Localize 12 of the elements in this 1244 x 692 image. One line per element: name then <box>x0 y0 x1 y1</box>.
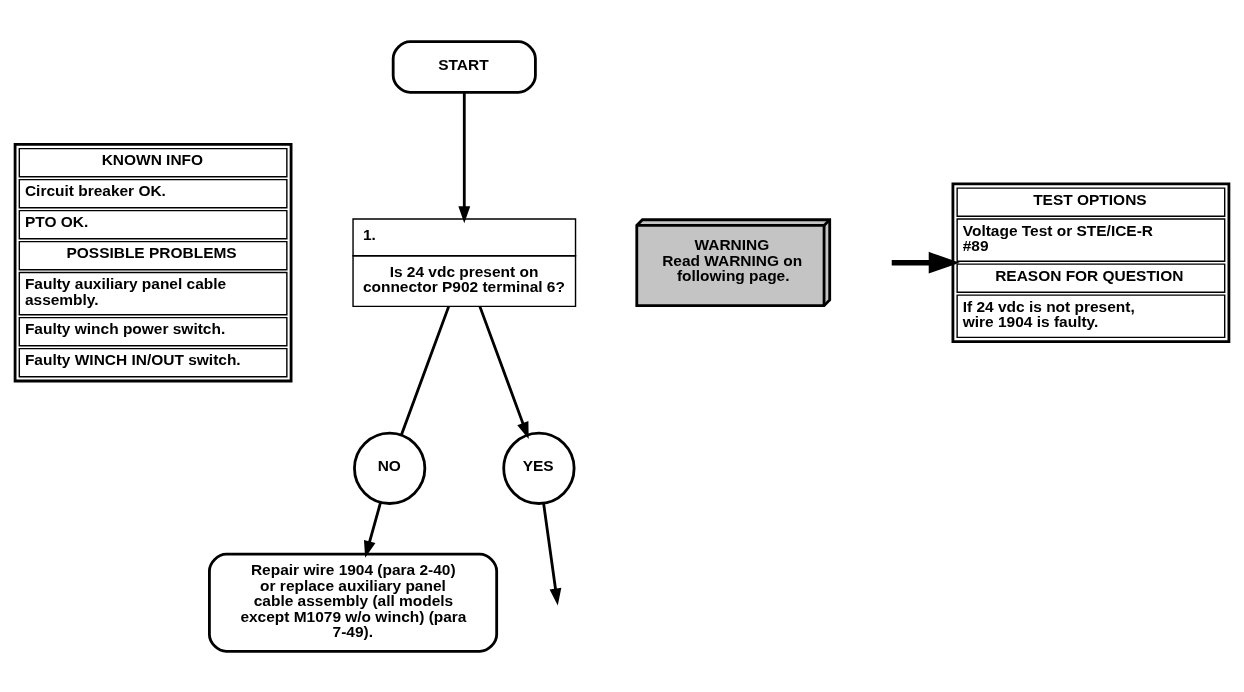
connector <box>400 305 450 436</box>
arrow <box>363 502 382 558</box>
node-box: TEST OPTIONS Voltage Test or STE/ICE-R #89 REASON FOR QUESTION If 24 vdc is not present, wire 1904 is faulty. <box>951 181 1231 343</box>
node-circle: NO <box>353 431 427 505</box>
arrow <box>478 305 529 439</box>
arrow <box>891 251 960 274</box>
node-box: KNOWN INFO Circuit breaker OK. PTO OK. POSSIBLE PROBLEMS Faulty auxiliary panel cable assembly. Faulty winch power switch. Faulty WINCH IN/OUT switch. <box>13 142 293 382</box>
node-box: START <box>391 39 537 94</box>
node-circle: YES <box>502 431 576 505</box>
arrow <box>542 502 562 605</box>
arrow <box>458 91 471 223</box>
node-box: Repair wire 1904 (para 2-40) or replace auxiliary panel cable assembly (all models except M1079 w/o winch) (para 7-49). <box>208 552 499 653</box>
